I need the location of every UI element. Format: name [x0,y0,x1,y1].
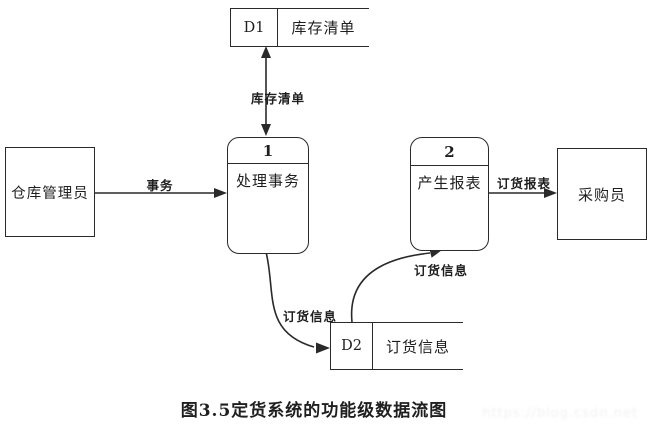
process-1-number: 1 [228,138,308,164]
data-store-d1: D1 库存清单 [230,8,369,47]
figure-caption: 图3.5定货系统的功能级数据流图 [180,401,448,421]
flow-order-info-to-store-arrow [265,251,330,354]
data-store-d2-id: D2 [331,323,373,369]
flow-transaction-arrow [93,188,227,198]
flow-inventory-list-arrow [261,46,271,136]
flow-label-order-info-to-store: 订货信息 [283,309,338,324]
data-store-d1-name: 库存清单 [291,19,356,37]
flow-label-transaction: 事务 [146,178,174,193]
process-1-name: 处理事务 [235,172,300,190]
data-store-d2: D2 订货信息 [330,322,463,370]
data-store-d1-id: D1 [231,9,278,46]
process-1: 1 处理事务 [227,137,309,254]
flow-label-inventory-list: 库存清单 [251,91,306,106]
process-2: 2 产生报表 [410,137,489,251]
entity-warehouse-manager: 仓库管理员 [5,147,95,237]
watermark: https://blog.csdn.net [482,406,638,421]
flow-label-order-info-to-process: 订货信息 [414,263,469,278]
flow-label-order-report: 订货报表 [497,176,552,191]
flow-order-report-arrow [487,188,557,198]
process-2-name: 产生报表 [417,174,482,192]
entity-purchaser: 采购员 [557,148,647,240]
process-2-number: 2 [411,138,488,166]
data-store-d2-name: 订货信息 [385,337,450,356]
